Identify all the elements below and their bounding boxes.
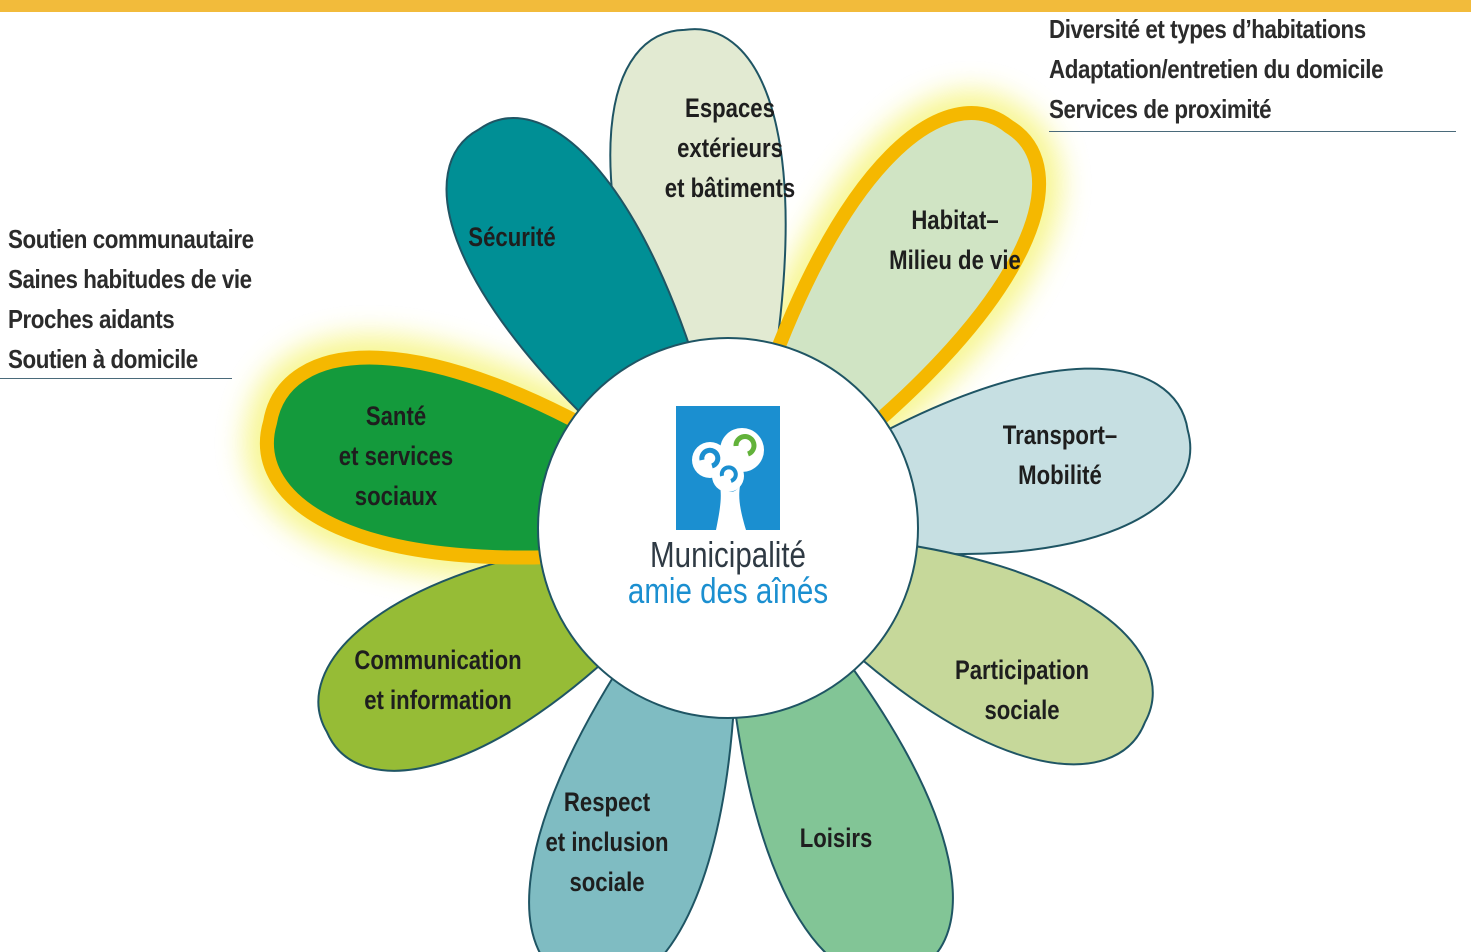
- petal-label-line: Loisirs: [799, 823, 873, 853]
- petal-label-line: Habitat–: [911, 205, 999, 235]
- highlight-ring-sante: [259, 350, 658, 565]
- top-color-bar: [0, 0, 1471, 12]
- sante-note-4: Soutien à domicile: [8, 344, 198, 374]
- petal-label-line: Respect: [563, 787, 651, 817]
- petal-label-line: Sécurité: [468, 222, 556, 252]
- petal-label-sante: Santé et services sociaux: [339, 396, 453, 516]
- petal-label-line: et inclusion: [545, 827, 669, 857]
- habitat-note-underline: [1049, 131, 1456, 132]
- habitat-note-3: Services de proximité: [1049, 94, 1272, 124]
- petal-label-line: sociaux: [354, 481, 438, 511]
- petal-label-line: Mobilité: [1018, 460, 1102, 490]
- petal-label-line: sociale: [569, 867, 645, 897]
- petal-label-participation: Participation sociale: [955, 650, 1089, 730]
- sante-note-3: Proches aidants: [8, 304, 175, 334]
- petal-label-line: Transport–: [1002, 420, 1118, 450]
- petal-label-line: et bâtiments: [664, 173, 796, 203]
- sante-note-underline: [0, 378, 232, 379]
- petal-label-line: sociale: [984, 695, 1060, 725]
- petal-label-line: Communication: [354, 645, 522, 675]
- petal-label-respect: Respect et inclusion sociale: [545, 782, 668, 902]
- petal-label-line: Espaces: [685, 93, 775, 123]
- petal-label-line: et information: [364, 685, 512, 715]
- tree-logo-icon: [676, 406, 780, 530]
- habitat-note-2: Adaptation/entretien du domicile: [1049, 54, 1384, 84]
- highlight-ring-habitat: [744, 106, 1047, 477]
- sante-note-2: Saines habitudes de vie: [8, 264, 252, 294]
- petal-label-line: Participation: [954, 655, 1090, 685]
- petal-label-habitat: Habitat– Milieu de vie: [889, 200, 1021, 280]
- petal-label-securite: Sécurité: [468, 217, 555, 257]
- petal-label-loisirs: Loisirs: [800, 818, 873, 858]
- habitat-notes: Diversité et types d’habitations Adaptat…: [1049, 9, 1384, 129]
- petal-label-line: Milieu de vie: [889, 245, 1021, 275]
- habitat-note-1: Diversité et types d’habitations: [1049, 14, 1366, 44]
- petal-label-line: Santé: [365, 401, 427, 431]
- petal-label-transport: Transport– Mobilité: [1003, 415, 1117, 495]
- petal-label-communication: Communication et information: [354, 640, 521, 720]
- sante-notes: Soutien communautaire Saines habitudes d…: [8, 219, 254, 379]
- petal-label-line: extérieurs: [677, 133, 783, 163]
- center-title-line1: Municipalité: [650, 534, 806, 575]
- sante-note-1: Soutien communautaire: [8, 224, 254, 254]
- center-title-line2: amie des aînés: [627, 570, 829, 611]
- petal-label-line: et services: [338, 441, 454, 471]
- petal-label-espaces: Espaces extérieurs et bâtiments: [665, 88, 795, 208]
